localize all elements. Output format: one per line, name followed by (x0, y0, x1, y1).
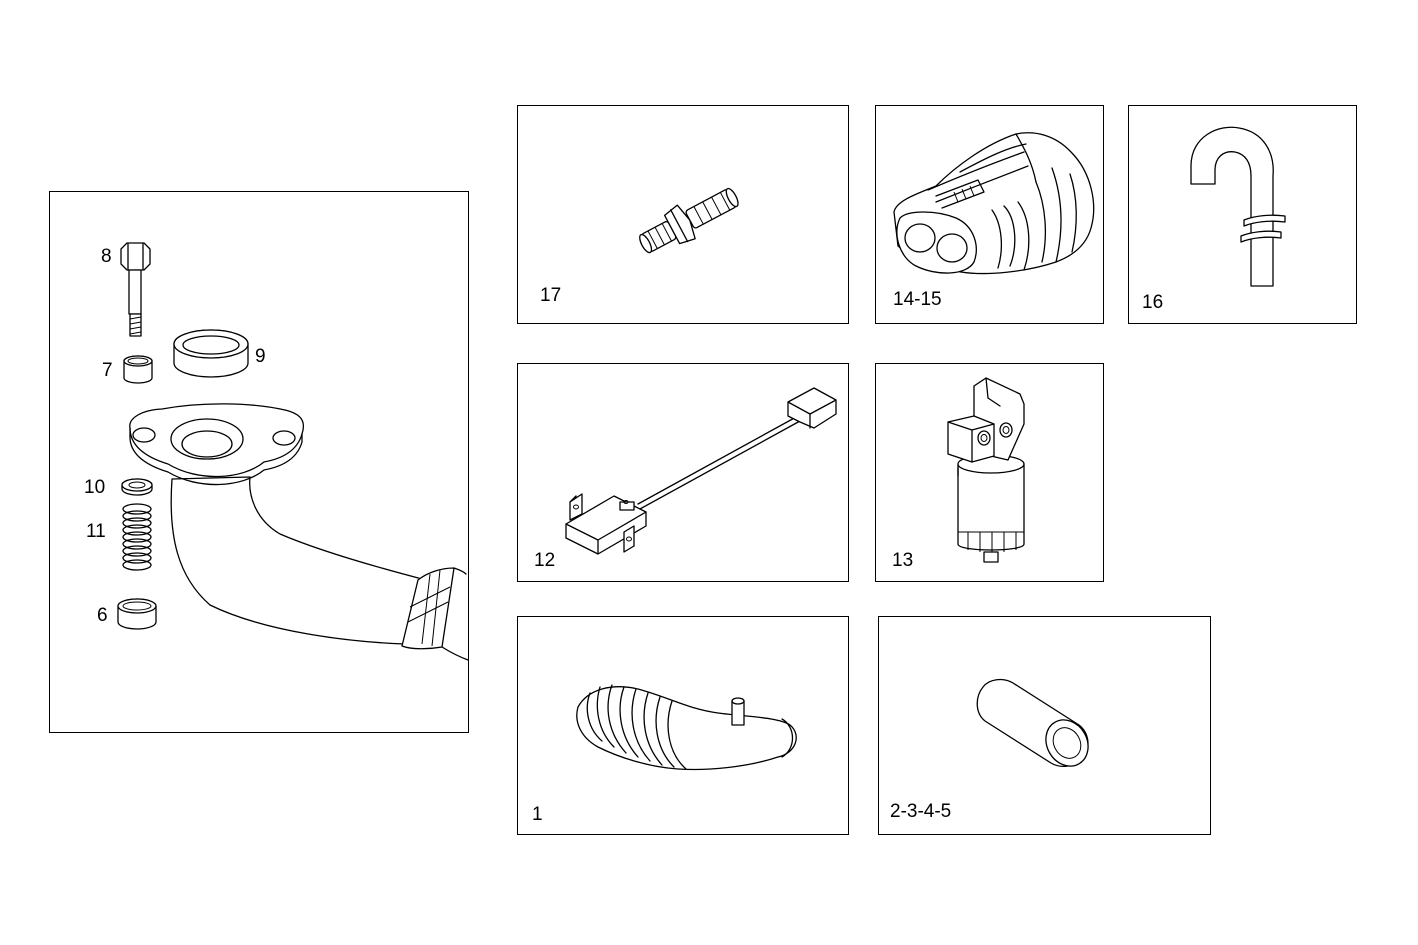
main-exploded-view-panel: 8 9 7 10 11 6 (49, 191, 469, 733)
part-1-duct-drawing (576, 684, 797, 771)
panel-14-15: 14-15 (875, 105, 1104, 324)
panel-13: 13 (875, 363, 1104, 582)
part-13-filter-drawing (947, 377, 1025, 563)
part-16-hose-drawing (1190, 126, 1286, 287)
panel-16-label: 16 (1142, 292, 1164, 313)
part-17-fitting-drawing (639, 187, 739, 254)
main-exploded-drawing (117, 242, 469, 661)
panel-12-label: 12 (534, 550, 556, 571)
part-2-3-4-5-sleeve-drawing (976, 678, 1089, 768)
panel-2-3-4-5-label: 2-3-4-5 (890, 801, 952, 822)
panel-17: 17 (517, 105, 849, 324)
panel-1-label: 1 (532, 804, 543, 825)
part-6-ring-drawing (117, 598, 157, 630)
part-11-spring-drawing (122, 503, 152, 571)
part-14-15-connector-drawing (893, 132, 1095, 275)
panel-17-label: 17 (540, 285, 562, 306)
callout-6: 6 (97, 605, 108, 626)
callout-10: 10 (84, 477, 106, 498)
panel-1: 1 (517, 616, 849, 835)
callout-8: 8 (101, 246, 112, 267)
panel-13-label: 13 (892, 550, 914, 571)
callout-9: 9 (255, 346, 266, 367)
callout-7: 7 (102, 360, 113, 381)
part-10-washer-drawing (121, 478, 153, 496)
part-8-bolt-drawing (120, 242, 151, 337)
panel-14-15-label: 14-15 (893, 289, 942, 310)
panel-16: 16 (1128, 105, 1357, 324)
panel-12: 12 (517, 363, 849, 582)
part-9-ring-drawing (173, 329, 249, 378)
callout-11: 11 (86, 521, 106, 542)
part-12-sensor-drawing (565, 387, 837, 555)
pipe-with-flange-drawing (129, 403, 469, 661)
part-7-bushing-drawing (123, 355, 153, 384)
panel-2-3-4-5: 2-3-4-5 (878, 616, 1211, 835)
